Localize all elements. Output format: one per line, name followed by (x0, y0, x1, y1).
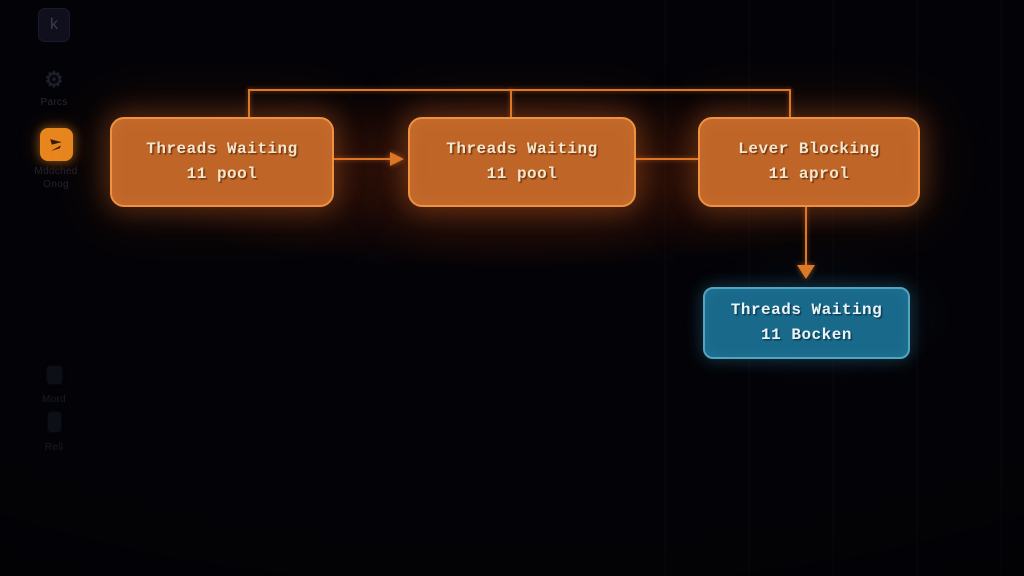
gear-icon: ⚙ (44, 68, 64, 93)
node-title: Threads Waiting (146, 140, 298, 158)
sidebar-item-parcs[interactable]: ⚙ Parcs (18, 70, 90, 109)
arrow-node1-node2-line (334, 158, 391, 160)
node-title: Threads Waiting (730, 301, 883, 319)
sidebar-item-modded[interactable]: Mddched Onog (18, 128, 94, 191)
sidebar-item-mord[interactable]: Mord (20, 366, 88, 406)
top-drop-node2 (510, 89, 512, 117)
node-subtitle: 11 pool (186, 165, 258, 183)
sidebar-item-label: Mord (42, 394, 66, 405)
top-drop-node1 (248, 89, 250, 117)
node-title: Lever Blocking (738, 140, 880, 158)
node-subtitle: 11 aprol (768, 165, 850, 183)
arrow-node3-node4-line (805, 204, 807, 267)
k-letter: k (50, 16, 58, 33)
swap-layers-icon (39, 128, 73, 161)
sidebar-item-label: Parcs (40, 97, 68, 108)
flow-node-threads-waiting-blue[interactable]: Threads Waiting 11 Bocken (703, 287, 910, 359)
top-bus-line (248, 89, 791, 91)
link-node2-node3-line (633, 158, 698, 160)
node-subtitle: 11 pool (486, 165, 558, 183)
flow-node-threads-waiting-2[interactable]: Threads Waiting 11 pool (408, 117, 636, 207)
sidebar-item-rell[interactable]: Rell (20, 412, 88, 454)
arrow-down-head (797, 265, 815, 279)
sidebar-item-label: Rell (44, 442, 64, 453)
node-title: Threads Waiting (446, 140, 598, 158)
faint-app-icon (47, 412, 61, 432)
top-drop-node3 (789, 89, 791, 117)
k-app-tile[interactable]: k (38, 8, 70, 42)
faint-file-icon (46, 366, 62, 384)
node-subtitle: 11 Bocken (761, 326, 852, 344)
flow-node-lever-blocking[interactable]: Lever Blocking 11 aprol (698, 117, 920, 207)
sidebar-item-label: Mddched Onog (34, 166, 78, 190)
arrow-right-head (390, 152, 404, 166)
sidebar: k ⚙ Parcs Mddched Onog Mord Rell (0, 0, 110, 576)
flow-node-threads-waiting-1[interactable]: Threads Waiting 11 pool (110, 117, 334, 207)
